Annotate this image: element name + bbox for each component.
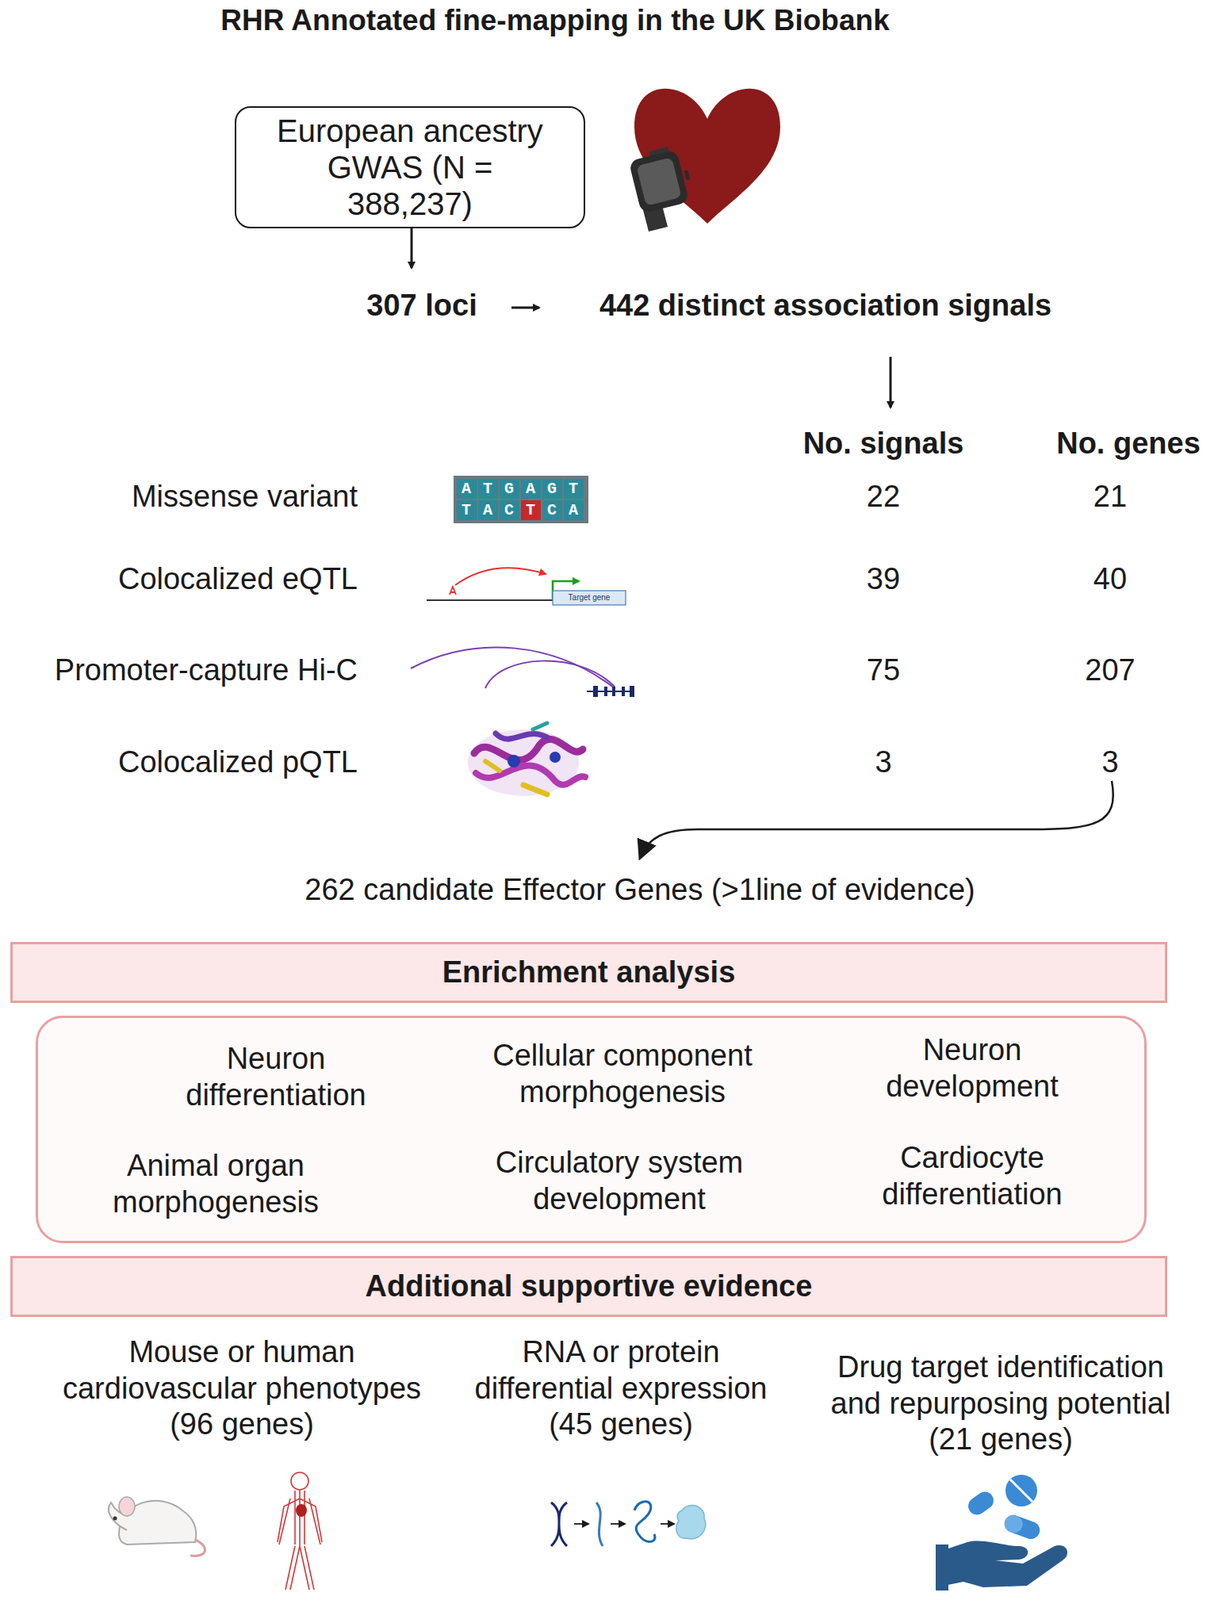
expression-icon [551,1501,706,1547]
dna-sequence-icon [453,475,589,524]
section-band: Additional supportive evidence [10,1256,1168,1318]
icon-shape [410,647,615,689]
icon-shape [604,686,608,697]
table-cell: 21 [1062,478,1158,516]
row-label: Colocalized pQTL [8,744,358,782]
icon-shape [507,754,521,768]
icon-shape [495,733,548,740]
enrichment-term: Circulatory system development [452,1145,786,1218]
icon-shape [935,1544,949,1591]
circulatory-figure [277,1472,322,1590]
enrichment-term: Cardiocyte differentiation [853,1140,1092,1213]
table-cell: 39 [835,561,931,598]
evidence-text: Mouse or human cardiovascular phenotypes… [51,1334,433,1444]
table-cell: 75 [835,652,931,690]
icon-shape [277,1489,322,1590]
icon-shape [1005,1474,1038,1507]
icon-shape [676,1505,706,1540]
hic-icon [410,647,635,698]
icon-shape [621,686,625,697]
table-cell: 40 [1062,561,1158,598]
icon-shape [285,1546,315,1590]
table-cell: 207 [1062,652,1158,690]
diagram-title: RHR Annotated fine-mapping in the UK Bio… [31,3,1079,39]
enrichment-term: Neuron differentiation [157,1041,395,1114]
table-cell: 3 [1062,744,1158,782]
icon-shape [660,1523,675,1525]
icon-shape [118,1497,135,1517]
icon-shape [453,475,589,524]
icon-shape [549,751,561,763]
icon-shape [635,157,682,207]
mouse-icon [108,1497,206,1556]
icon-shape [295,1504,307,1517]
icon-shape [485,661,615,689]
icon-shape [113,1516,118,1521]
sequence-letters: ATGAGT [456,481,589,498]
count-text: 442 distinct association signals [555,287,1096,325]
icon-shape [426,599,553,602]
input-box: European ancestry GWAS (N = 388,237) [234,106,586,229]
band-heading: Additional supportive evidence [365,1269,813,1305]
gene-box-label: Target gene [553,593,625,602]
icon-shape [610,1523,625,1525]
flow-arrow [511,306,540,310]
icon-shape [574,1523,589,1525]
section-band: Enrichment analysis [10,942,1168,1004]
icon-shape [279,1490,321,1545]
curved-arrow [640,781,1114,857]
column-header: No. genes [1049,425,1208,463]
column-header: No. signals [788,425,979,463]
icon-shape [943,1541,1068,1588]
count-text: 307 loci [342,287,502,325]
icon-shape [596,1502,603,1547]
table-cell: 3 [835,744,931,782]
icon-shape [1002,1512,1043,1542]
icon-shape [1010,1479,1033,1502]
enrichment-term: Animal organ morphogenesis [80,1148,351,1221]
icon-shape [532,723,548,730]
icon-shape [474,739,583,760]
evidence-text: Drug target identification and repurposi… [830,1349,1172,1459]
icon-shape [552,590,626,606]
icon-shape [684,169,691,181]
icon-shape [1002,1512,1026,1536]
band-heading: Enrichment analysis [442,955,736,991]
icon-shape [449,586,456,595]
icon-shape [634,1501,655,1543]
enrichment-box: Neuron differentiation Cellular component… [35,1015,1147,1244]
icon-shape [965,1488,997,1519]
table-cell: 22 [835,478,931,516]
sequence-letters: TACTCA [456,502,589,519]
row-label: Promoter-capture Hi-C [4,652,358,690]
flow-arrow [889,356,893,408]
icon-shape [612,686,616,697]
row-label: Colocalized eQTL [8,561,358,598]
protein-icon [467,723,586,797]
icon-shape [485,761,500,771]
icon-shape [551,1502,567,1547]
result-text: 262 candidate Effector Genes (>1line of … [203,872,1077,909]
icon-shape [629,685,635,698]
enrichment-term: Neuron development [861,1032,1084,1105]
icon-shape [291,1472,309,1490]
enrichment-term: Cellular component morphogenesis [463,1037,782,1111]
evidence-text: RNA or protein differential expression (… [450,1334,792,1444]
row-label: Missense variant [8,478,358,516]
icon-shape [593,685,598,698]
heart-watch-icon [628,88,781,232]
icon-shape [628,149,690,215]
box-text: European ancestry GWAS (N = 388,237) [267,112,553,223]
hand-pills-icon [935,1474,1068,1591]
icon-shape [455,567,546,586]
icon-shape [523,785,548,795]
eqtl-icon [426,567,626,606]
icon-shape [190,1539,206,1556]
